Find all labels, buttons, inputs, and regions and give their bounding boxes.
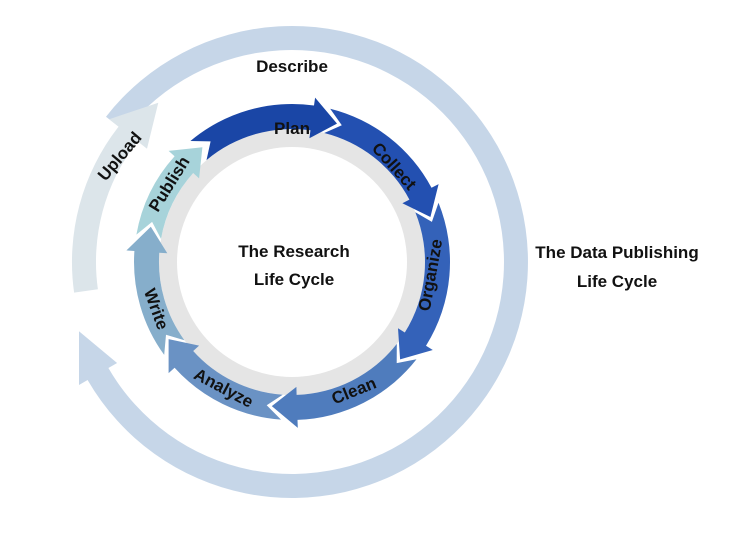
write-arrow	[126, 226, 185, 355]
plan-label: Plan	[274, 119, 310, 138]
center-title-line-2: Life Cycle	[254, 270, 334, 289]
center-title-line-1: The Research	[238, 242, 350, 261]
side-title-line-2: Life Cycle	[576, 272, 658, 291]
analyze-arrow	[168, 339, 283, 420]
describe-label: Describe	[256, 57, 328, 76]
collect-arrow	[324, 108, 439, 217]
side-title-line-1: The Data Publishing	[535, 243, 699, 262]
clean-arrow	[271, 343, 417, 428]
side-title: The Data Publishing Life Cycle	[512, 238, 722, 296]
inner-ring-hole	[177, 147, 407, 377]
publish-arrow	[136, 147, 203, 239]
research-cycle	[126, 97, 451, 428]
organize-arrow	[398, 202, 451, 360]
plan-arrow	[190, 97, 337, 161]
data-publishing-cycle	[71, 25, 528, 498]
upload-arrow	[71, 102, 159, 293]
